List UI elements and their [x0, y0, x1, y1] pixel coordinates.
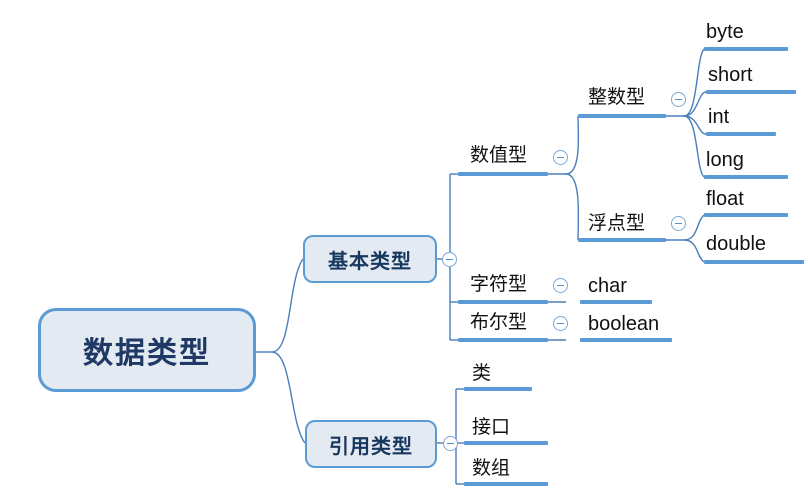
node-double-label: double: [706, 233, 767, 255]
rule-bool-type: [458, 338, 548, 342]
node-integer-type-label: 整数型: [588, 87, 646, 108]
node-long[interactable]: long: [706, 150, 744, 170]
node-char[interactable]: char: [588, 276, 627, 296]
node-long-label: long: [706, 149, 744, 171]
rule-numeric-type: [458, 172, 548, 176]
node-short[interactable]: short: [708, 65, 752, 85]
node-numeric-type[interactable]: 数值型: [470, 146, 527, 165]
rule-array: [464, 482, 548, 486]
node-char-type-label: 字符型: [470, 274, 528, 295]
rule-byte: [704, 47, 788, 51]
collapse-toggle-icon-basic-type[interactable]: [442, 252, 457, 267]
node-reference-type[interactable]: 引用类型: [305, 420, 437, 468]
mindmap-root-node[interactable]: 数据类型: [38, 308, 256, 392]
node-array-label: 数组: [472, 458, 511, 479]
node-basic-type-label: 基本类型: [328, 250, 412, 273]
node-boolean[interactable]: boolean: [588, 314, 659, 334]
rule-integer-type: [578, 114, 666, 118]
rule-float-type: [578, 238, 666, 242]
node-bool-type-label: 布尔型: [470, 312, 528, 333]
collapse-toggle-icon-float-type[interactable]: [671, 216, 686, 231]
node-float-label: float: [706, 188, 744, 210]
node-int-label: int: [708, 106, 730, 128]
rule-char-type: [458, 300, 548, 304]
node-reference-type-label: 引用类型: [329, 435, 413, 458]
rule-class: [464, 387, 532, 391]
node-boolean-label: boolean: [588, 313, 660, 335]
node-float-type[interactable]: 浮点型: [588, 214, 645, 233]
rule-boolean: [580, 338, 672, 342]
rule-double: [704, 260, 804, 264]
node-bool-type[interactable]: 布尔型: [470, 313, 527, 332]
rule-long: [704, 175, 788, 179]
node-class-label: 类: [472, 363, 492, 384]
rule-interface: [464, 441, 548, 445]
node-interface-label: 接口: [472, 417, 511, 438]
node-float[interactable]: float: [706, 189, 744, 209]
node-array[interactable]: 数组: [472, 459, 510, 478]
rule-char: [580, 300, 652, 304]
root-node-label: 数据类型: [83, 337, 211, 370]
collapse-toggle-icon-reference-type[interactable]: [443, 436, 458, 451]
node-byte[interactable]: byte: [706, 22, 744, 42]
node-numeric-type-label: 数值型: [470, 145, 528, 166]
node-integer-type[interactable]: 整数型: [588, 88, 645, 107]
rule-int: [706, 132, 776, 136]
node-class[interactable]: 类: [472, 364, 491, 383]
node-interface[interactable]: 接口: [472, 418, 510, 437]
node-short-label: short: [708, 64, 753, 86]
node-char-label: char: [588, 275, 627, 297]
node-int[interactable]: int: [708, 107, 729, 127]
collapse-toggle-icon-integer-type[interactable]: [671, 92, 686, 107]
node-double[interactable]: double: [706, 234, 766, 254]
node-basic-type[interactable]: 基本类型: [303, 235, 437, 283]
collapse-toggle-icon-char-type[interactable]: [553, 278, 568, 293]
collapse-toggle-icon-numeric-type[interactable]: [553, 150, 568, 165]
collapse-toggle-icon-bool-type[interactable]: [553, 316, 568, 331]
node-float-type-label: 浮点型: [588, 213, 646, 234]
rule-float: [704, 213, 788, 217]
rule-short: [706, 90, 796, 94]
node-byte-label: byte: [706, 21, 744, 43]
node-char-type[interactable]: 字符型: [470, 275, 527, 294]
